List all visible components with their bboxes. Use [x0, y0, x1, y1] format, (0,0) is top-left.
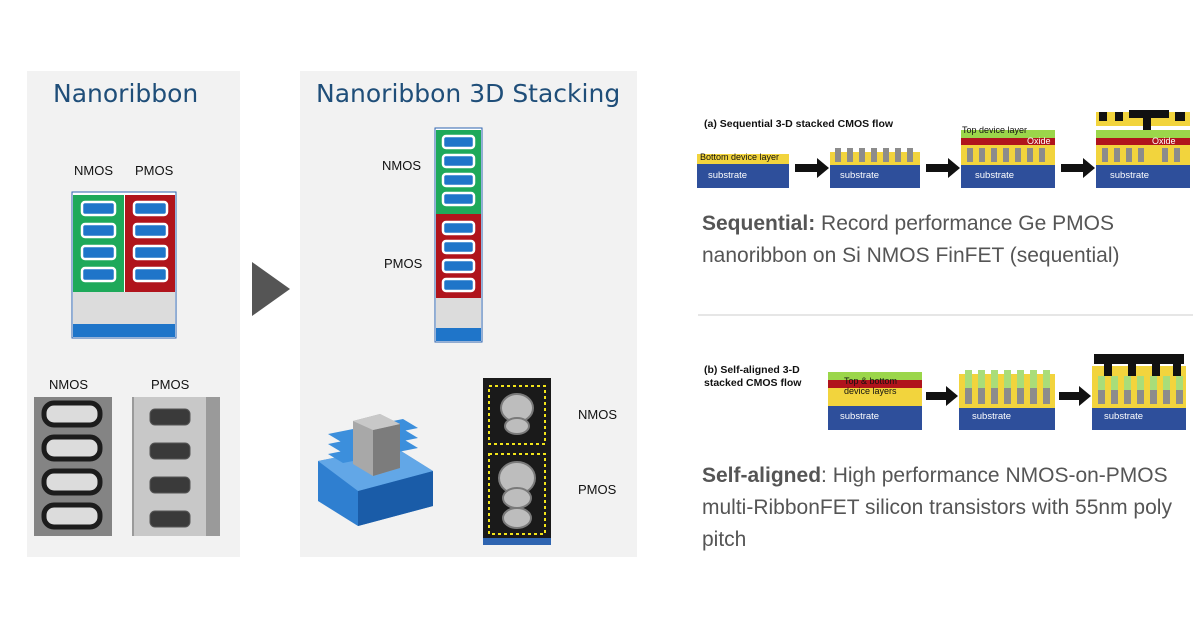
stacked-schematic: [434, 127, 483, 343]
nmos-tem-image: [34, 397, 112, 536]
self-aligned-description: Self-aligned: High performance NMOS-on-P…: [702, 460, 1187, 556]
stacked-tem-image: [483, 378, 551, 545]
play-arrow-icon: [252, 262, 290, 316]
substrate-label-2: substrate: [840, 170, 880, 181]
pmos-tem-image: [132, 397, 220, 536]
self-aligned-flow-diagram: [828, 354, 1186, 430]
oxide-label-step4: Oxide: [1152, 136, 1176, 146]
oxide-label-step3: Oxide: [1027, 136, 1051, 146]
sa-substrate-label-1: substrate: [840, 411, 880, 422]
sequential-flow-title: (a) Sequential 3-D stacked CMOS flow: [704, 118, 894, 130]
3d-transistor-rendering: [318, 414, 433, 526]
nanoribbon-title: Nanoribbon: [53, 79, 199, 108]
sa-substrate-label-2: substrate: [972, 411, 1012, 422]
sequential-flow-diagram: [697, 110, 1190, 188]
stacking-title: Nanoribbon 3D Stacking: [316, 79, 621, 108]
top-layer-label: Top device layer: [962, 125, 1028, 135]
stack-tem-pmos-label: PMOS: [578, 482, 617, 497]
sequential-description: Sequential: Record performance Ge PMOS n…: [702, 208, 1182, 272]
bottom-layer-label: Bottom device layer: [700, 152, 780, 162]
section-divider: [698, 314, 1193, 316]
nanoribbon-3d-stacking-panel: Nanoribbon 3D Stacking NMOS PMOS NMOS PM: [300, 71, 637, 557]
self-aligned-heading: Self-aligned: [702, 464, 822, 487]
substrate-label-4: substrate: [1110, 170, 1150, 181]
self-aligned-flow-title-2: stacked CMOS flow: [704, 377, 802, 389]
sequential-text: Record performance Ge PMOS nanoribbon on…: [702, 212, 1120, 267]
sa-substrate-label-3: substrate: [1104, 411, 1144, 422]
self-aligned-text: : High performance NMOS-on-PMOS multi-Ri…: [702, 464, 1172, 551]
nanoribbon-nmos-label: NMOS: [74, 163, 113, 178]
nanoribbon-pmos-label: PMOS: [135, 163, 174, 178]
layers-label-1: Top & bottom: [844, 376, 898, 386]
layers-label-2: device layers: [844, 386, 897, 396]
nmos-ribbons: [80, 200, 117, 283]
substrate-label-1: substrate: [708, 170, 748, 181]
stack-nmos-label: NMOS: [382, 158, 421, 173]
stack-pmos-label: PMOS: [384, 256, 423, 271]
self-aligned-flow-title-1: (b) Self-aligned 3-D: [704, 364, 800, 376]
nanoribbon-panel: Nanoribbon NMOS PMOS NMOS PMOS: [27, 71, 240, 557]
pmos-ribbons: [132, 200, 169, 283]
sequential-heading: Sequential:: [702, 212, 816, 235]
substrate-label-3: substrate: [975, 170, 1015, 181]
tem-nmos-label: NMOS: [49, 377, 88, 392]
nanoribbon-schematic: [71, 191, 177, 339]
tem-pmos-label: PMOS: [151, 377, 190, 392]
stack-tem-nmos-label: NMOS: [578, 407, 617, 422]
